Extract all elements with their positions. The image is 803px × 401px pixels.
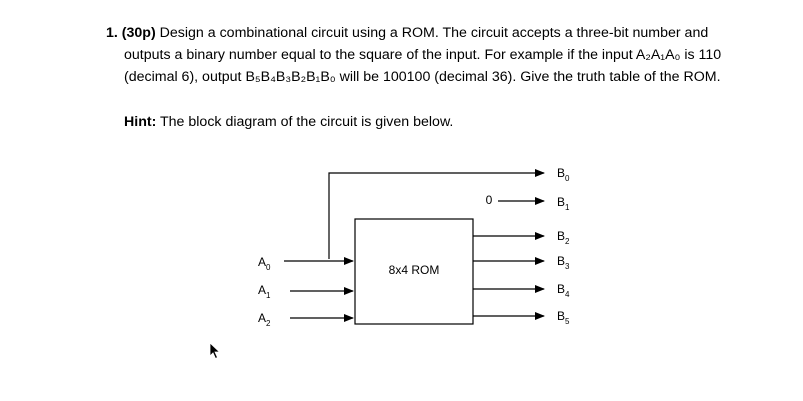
question-line-1: 1. (30p) Design a combinational circuit … bbox=[106, 22, 786, 44]
output-label-b4: B4 bbox=[557, 282, 570, 299]
question-points: (30p) bbox=[121, 25, 156, 41]
output-label-b3: B3 bbox=[557, 254, 570, 271]
hint-label: Hint: bbox=[124, 114, 157, 130]
a0-to-b0-wire bbox=[328, 169, 545, 259]
output-label-b0: B0 bbox=[557, 166, 570, 183]
question-line-1-text: Design a combinational circuit using a R… bbox=[155, 25, 709, 41]
output-label-b5: B5 bbox=[557, 309, 570, 326]
output-label-b2: B2 bbox=[557, 229, 570, 246]
rom-label: 8x4 ROM bbox=[389, 263, 440, 277]
question-line-2: outputs a binary number equal to the squ… bbox=[124, 47, 722, 63]
hint-body: The block diagram of the circuit is give… bbox=[156, 114, 454, 130]
input-label-a2: A2 bbox=[258, 311, 271, 328]
question-line-3: (decimal 6), output B₅B₄B₃B₂B₁B₀ will be… bbox=[124, 69, 721, 85]
output-label-b1: B1 bbox=[557, 195, 570, 212]
input-label-a0: A0 bbox=[258, 255, 271, 272]
question-number: 1. bbox=[106, 25, 118, 41]
mouse-pointer-icon bbox=[209, 342, 221, 360]
hint-text: Hint: The block diagram of the circuit i… bbox=[124, 114, 453, 130]
constant-zero: 0 bbox=[486, 193, 493, 207]
input-label-a1: A1 bbox=[258, 283, 271, 300]
question-text: 1. (30p) Design a combinational circuit … bbox=[106, 22, 786, 88]
rom-block bbox=[354, 218, 474, 325]
